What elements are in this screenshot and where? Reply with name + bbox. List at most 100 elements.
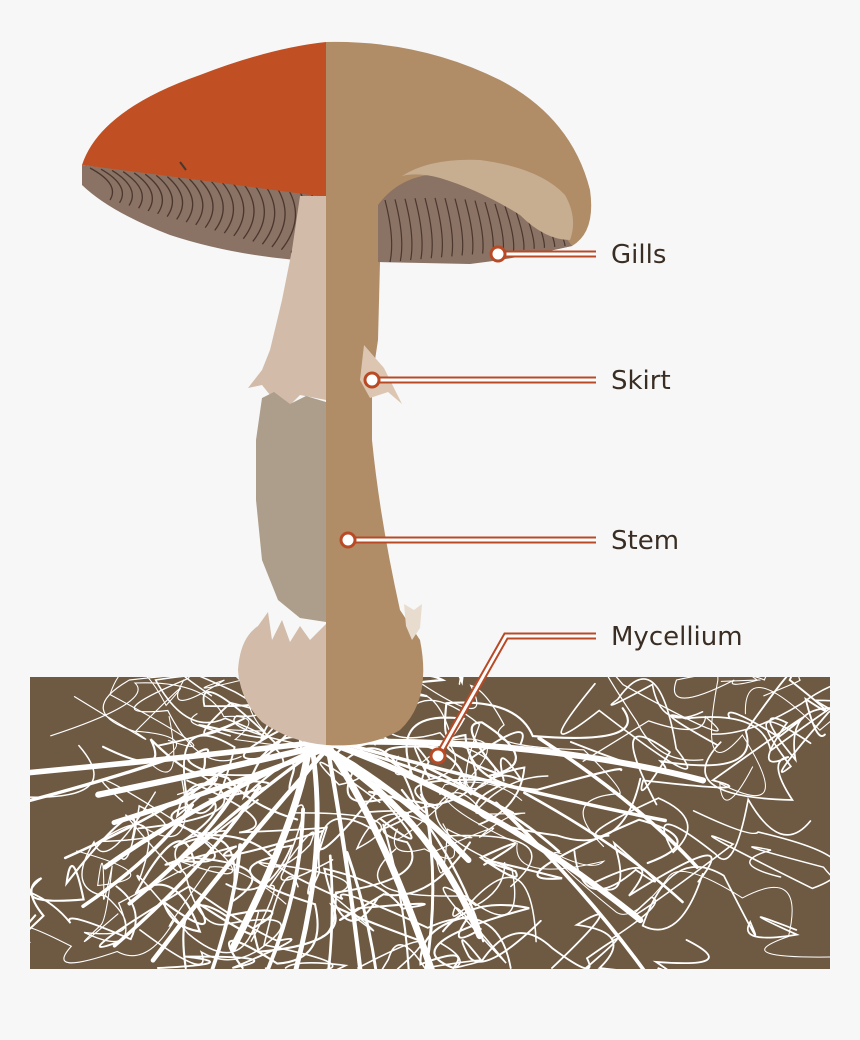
- mycelium-branch: [523, 791, 684, 904]
- mycelium-strand: [225, 844, 512, 969]
- mycelium-branch: [494, 801, 646, 969]
- mycelium-branch: [424, 765, 561, 853]
- skirt-pointer: [363, 371, 596, 389]
- mycelium-branch: [327, 854, 334, 969]
- gill-line: [384, 199, 393, 263]
- gill-line: [155, 174, 174, 217]
- gill-line: [271, 188, 286, 248]
- gill-line: [144, 173, 163, 215]
- gill-line: [200, 179, 214, 229]
- mycelium-strand: [30, 885, 137, 941]
- mycelium-branch: [63, 767, 228, 860]
- mycelium-strand: [710, 677, 766, 801]
- mycelium-branch: [400, 788, 485, 943]
- gill-line: [100, 168, 124, 204]
- gill-line: [404, 198, 413, 261]
- mycelium-strand: [413, 745, 523, 810]
- mycelium-branch: [210, 843, 243, 969]
- mycelium-strand: [30, 744, 95, 798]
- mycelium-root: [102, 739, 336, 870]
- gill-line: [133, 172, 153, 212]
- gills-pointer: [489, 245, 596, 263]
- mycelium-root: [311, 739, 472, 864]
- gill-line: [233, 183, 245, 237]
- mycelium-strand: [421, 683, 621, 847]
- mycelium-branch: [127, 780, 243, 906]
- mycelium-strand: [73, 677, 242, 762]
- mycelium-marker: [429, 747, 447, 765]
- mycelium-strand: [30, 866, 287, 964]
- mycelium-root: [336, 740, 667, 823]
- mycelium-root: [324, 739, 644, 924]
- mycelium-strand: [50, 682, 354, 752]
- mycelium-strand: [461, 919, 618, 969]
- mycelium-strand: [641, 866, 800, 939]
- mycelium-strand: [553, 852, 830, 958]
- gills-left: [82, 165, 326, 262]
- mycelium-root: [30, 739, 323, 776]
- stem-pointer: [339, 531, 596, 549]
- mycelium-strand: [670, 707, 830, 773]
- skirt-marker: [363, 371, 381, 389]
- mycelium-branch: [30, 758, 166, 803]
- mycelium-branch: [345, 851, 378, 969]
- gill-line: [177, 177, 194, 223]
- mycelium-branch: [81, 803, 194, 909]
- mycelium-branch: [537, 736, 699, 870]
- gill-line: [454, 198, 464, 256]
- stem-marker: [339, 531, 357, 549]
- mycelium-root: [293, 739, 320, 969]
- mycelium-strand: [749, 846, 830, 878]
- gill-line: [188, 178, 204, 226]
- gill-line: [166, 176, 184, 220]
- gill-line: [111, 169, 133, 206]
- mycelium-thick-roots: [30, 736, 707, 969]
- gill-line: [280, 189, 297, 251]
- gill-line: [394, 199, 403, 262]
- label-mycelium: Mycellium: [611, 622, 743, 652]
- gill-line: [414, 198, 423, 260]
- mycelium-branch: [382, 823, 410, 969]
- stem-lower-left: [256, 392, 326, 622]
- mycelium-pointer: [429, 632, 596, 765]
- mycelium-strand: [186, 779, 410, 895]
- label-gills: Gills: [611, 240, 666, 270]
- mycelium-strand: [445, 721, 623, 791]
- cap-left: [82, 42, 326, 197]
- stem-base-fringe: [404, 604, 422, 640]
- gill-line: [222, 182, 235, 234]
- gill-line: [464, 199, 474, 255]
- mycelium-strand: [76, 850, 132, 943]
- cap-cavity: [402, 159, 574, 240]
- gill-line: [504, 205, 515, 251]
- mycelium-strand: [744, 687, 830, 731]
- gill-line: [89, 167, 114, 201]
- gills-marker: [489, 245, 507, 263]
- mycelium-strand: [439, 781, 606, 870]
- mycelium-branch: [265, 807, 306, 969]
- stem-base-left: [238, 612, 326, 745]
- label-skirt: Skirt: [611, 366, 671, 396]
- gill-line: [211, 181, 224, 231]
- mycelium-strand: [704, 707, 830, 801]
- mycelium-strand: [434, 810, 526, 874]
- mycelium-strand: [582, 677, 719, 762]
- mycelium-strand: [560, 678, 704, 770]
- label-stem: Stem: [611, 526, 679, 556]
- mycelium-root: [111, 739, 346, 826]
- mycelium-strand: [674, 677, 801, 699]
- mycelium-strand: [711, 685, 830, 735]
- gill-line: [242, 184, 255, 240]
- mycelium-strand: [551, 913, 710, 969]
- gill-line: [252, 186, 265, 242]
- skirt-flap: [360, 345, 402, 404]
- mycelium-root: [324, 739, 363, 969]
- cap-section: [326, 41, 592, 746]
- mycelium-root: [304, 738, 483, 940]
- gill-line: [424, 197, 433, 259]
- mycelium-strand: [182, 902, 420, 969]
- gill-line: [444, 197, 454, 257]
- mycelium-root: [229, 738, 313, 952]
